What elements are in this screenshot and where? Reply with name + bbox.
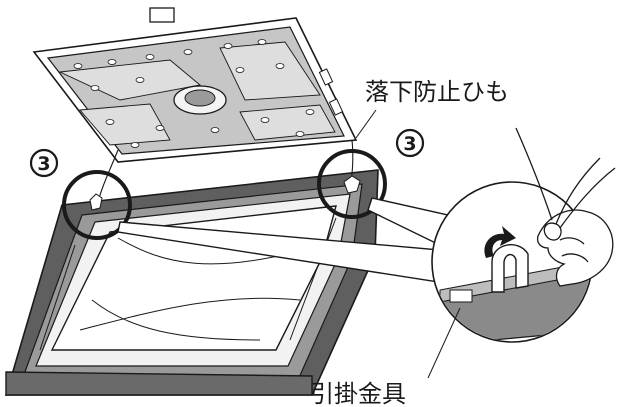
finger-line bbox=[559, 237, 585, 245]
frame-rib bbox=[39, 244, 76, 351]
leader-line-cord bbox=[355, 109, 377, 139]
plate-ridge bbox=[58, 59, 202, 101]
plate-ridge bbox=[79, 103, 171, 146]
step-badge-left: 3 bbox=[29, 148, 59, 178]
internal-wire bbox=[91, 299, 261, 341]
leader-line-hook bbox=[427, 307, 461, 379]
frame-rib bbox=[289, 217, 337, 341]
step-badge-right: 3 bbox=[395, 128, 425, 158]
hook-circle-right bbox=[317, 149, 387, 219]
edge-clip bbox=[328, 98, 344, 116]
screw-holes bbox=[73, 39, 315, 148]
ceiling-frame bbox=[4, 169, 379, 396]
cover-tab bbox=[149, 7, 175, 23]
frame-front-bar bbox=[5, 371, 313, 396]
internal-wire bbox=[79, 297, 301, 331]
hook-detail-left bbox=[89, 193, 103, 211]
hook-bracket bbox=[491, 244, 529, 293]
step-number-left: 3 bbox=[37, 153, 50, 175]
held-cord-strand bbox=[559, 167, 616, 229]
edge-clip bbox=[318, 68, 334, 86]
step-number-right: 3 bbox=[403, 133, 416, 155]
label-hook-bracket: 引掛金具 bbox=[310, 380, 406, 407]
label-fall-prevention-cord: 落下防止ひも bbox=[365, 78, 509, 106]
hand-illustration bbox=[515, 127, 616, 287]
detail-tab bbox=[449, 289, 473, 303]
center-mount-inner bbox=[184, 89, 216, 107]
cover-panel bbox=[32, 7, 358, 163]
held-cord-strand bbox=[555, 157, 601, 225]
hook-detail-right bbox=[343, 175, 361, 194]
finger-line bbox=[561, 253, 589, 263]
held-cord-strand bbox=[515, 127, 553, 221]
rotate-arrow-icon bbox=[484, 226, 516, 258]
hook-circle-left bbox=[62, 170, 132, 240]
hand-shape bbox=[536, 209, 614, 287]
